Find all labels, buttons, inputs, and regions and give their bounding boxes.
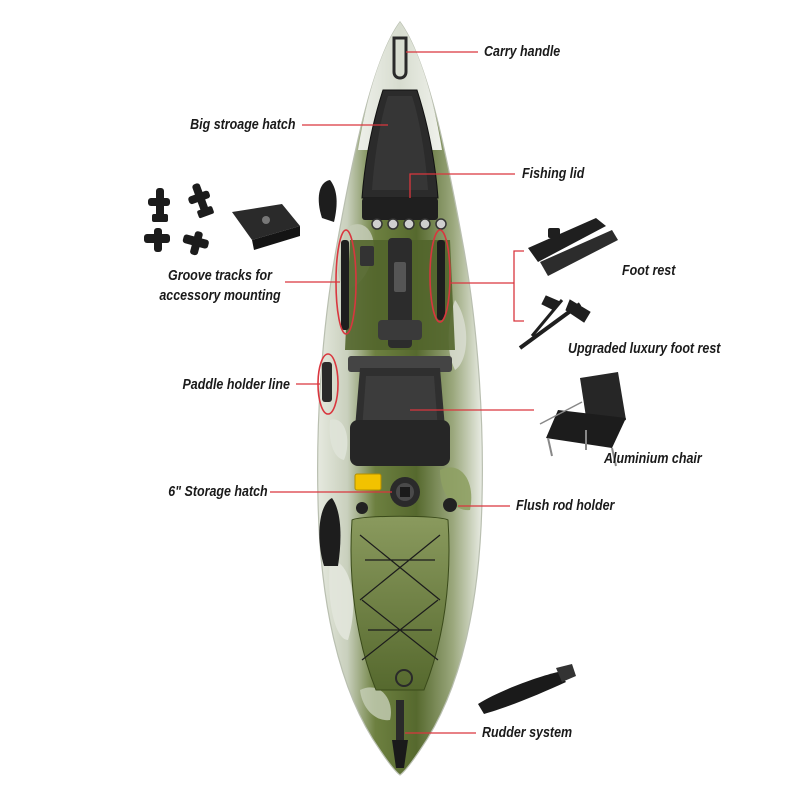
rudder-blade-accessory <box>478 664 576 714</box>
storage-hatch-6-part <box>354 473 420 507</box>
groove-tracks-part <box>341 240 445 330</box>
cockpit-console <box>345 238 455 350</box>
label-flush-rod-holder: Flush rod holder <box>516 498 615 514</box>
camo-patch <box>440 467 472 511</box>
label-big-storage-hatch: Big stroage hatch <box>189 117 295 133</box>
aluminium-chair-part <box>348 356 452 466</box>
upgraded-foot-rest-accessory <box>518 295 591 350</box>
label-carry-handle: Carry handle <box>484 44 561 60</box>
label-paddle-holder-line: Paddle holder line <box>182 377 290 393</box>
flush-rod-holder-part <box>356 498 457 514</box>
carry-handle-part <box>392 36 408 80</box>
groove-track-right-highlight <box>429 229 451 323</box>
label-rudder-system: Rudder system <box>482 725 573 741</box>
label-fishing-lid: Fishing lid <box>522 166 585 182</box>
camo-patch <box>329 560 354 640</box>
fishing-lid-part <box>362 198 447 230</box>
label-groove-tracks-2: accessory mounting <box>159 288 281 304</box>
big-storage-hatch-part <box>361 89 439 199</box>
label-storage-hatch-6: 6" Storage hatch <box>168 484 268 500</box>
label-upgraded-foot-rest: Upgraded luxury foot rest <box>568 341 721 357</box>
label-aluminium-chair: Aluminium chair <box>604 451 702 467</box>
foot-rest-accessory <box>528 218 618 276</box>
label-foot-rest: Foot rest <box>622 263 676 279</box>
leader-lines <box>270 51 534 734</box>
camo-patch <box>329 419 348 460</box>
paddle-holders <box>318 180 341 566</box>
aluminium-chair-accessory <box>539 372 626 467</box>
rear-tank-well <box>350 515 450 691</box>
rod-holder-accessories <box>144 183 214 256</box>
camo-patch <box>360 687 391 721</box>
mounting-base-accessory <box>232 204 300 250</box>
rudder-part <box>392 700 408 768</box>
label-groove-tracks-1: Groove tracks for <box>168 268 272 284</box>
